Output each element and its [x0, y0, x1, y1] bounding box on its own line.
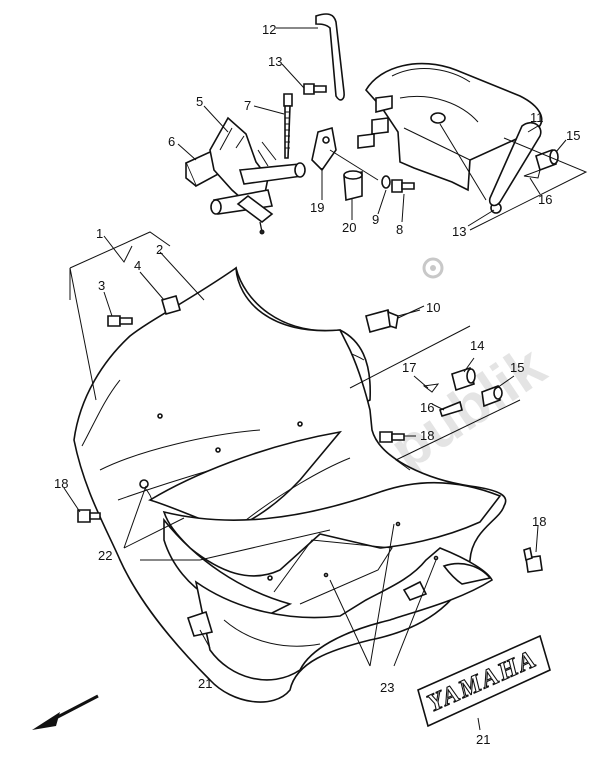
callout-7: 7	[244, 98, 251, 113]
screw-3	[107, 315, 133, 327]
mount-bracket	[311, 126, 379, 181]
callout-3: 3	[98, 278, 105, 293]
callout-16-upper: 16	[538, 192, 552, 207]
callout-15-upper: 15	[566, 128, 580, 143]
callout-12: 12	[262, 22, 276, 37]
windscreen-group-box	[69, 231, 171, 269]
callout-1: 1	[96, 226, 103, 241]
screw-18-right	[523, 546, 543, 573]
front-direction-arrow-icon	[32, 694, 99, 730]
yamaha-decal: YAMAHA	[417, 634, 551, 728]
callout-numbers: 1 2 3 4 5 6 7 8 9 10 11 12 13 13 14 15 1…	[54, 22, 580, 747]
callout-17: 17	[402, 360, 416, 375]
callout-13-upper: 13	[268, 54, 282, 69]
callout-18-mid: 18	[420, 428, 434, 443]
bolt-8	[391, 179, 415, 193]
callout-9: 9	[372, 212, 379, 227]
callout-23: 23	[380, 680, 394, 695]
grommet-15-upper	[535, 148, 559, 172]
breather-hose	[315, 13, 345, 101]
group-box-lower-right	[349, 325, 521, 471]
callout-19: 19	[310, 200, 324, 215]
washer-17	[422, 383, 440, 393]
screw-18-left	[77, 509, 101, 523]
callout-21-right: 21	[476, 732, 490, 747]
callout-13-lower: 13	[452, 224, 466, 239]
frame-head	[357, 62, 543, 201]
callout-21-left: 21	[198, 676, 212, 691]
screw-18-mid	[379, 431, 405, 443]
callout-18-left: 18	[54, 476, 68, 491]
callout-5: 5	[196, 94, 203, 109]
collar-spacer	[343, 170, 363, 202]
washer	[381, 175, 391, 189]
fastener-clip	[365, 309, 421, 333]
callout-14: 14	[470, 338, 484, 353]
front-cowling	[73, 266, 507, 703]
callout-4: 4	[134, 258, 141, 273]
decal-left	[186, 610, 214, 637]
leader-lines	[63, 27, 567, 731]
group-leader-1	[69, 267, 97, 401]
drain-hose	[488, 121, 542, 207]
callout-6: 6	[168, 134, 175, 149]
cowling-stay-bracket	[184, 116, 306, 235]
callout-11: 11	[530, 110, 544, 125]
callout-18-right: 18	[532, 514, 546, 529]
well-nut	[161, 295, 181, 315]
screw-13-upper	[303, 83, 327, 95]
gear-watermark-icon	[422, 257, 444, 279]
group-box-upper	[469, 137, 588, 231]
callout-8: 8	[396, 222, 403, 237]
cable-tie	[283, 93, 293, 159]
clip-16-upper	[523, 169, 541, 179]
grommet-14	[451, 366, 476, 392]
callout-2: 2	[156, 242, 163, 257]
callout-20: 20	[342, 220, 356, 235]
callout-22: 22	[98, 548, 112, 563]
callout-10: 10	[426, 300, 440, 315]
callout-16-lower: 16	[420, 400, 434, 415]
clip-16-lower	[439, 400, 463, 417]
callout-15-lower: 15	[510, 360, 524, 375]
